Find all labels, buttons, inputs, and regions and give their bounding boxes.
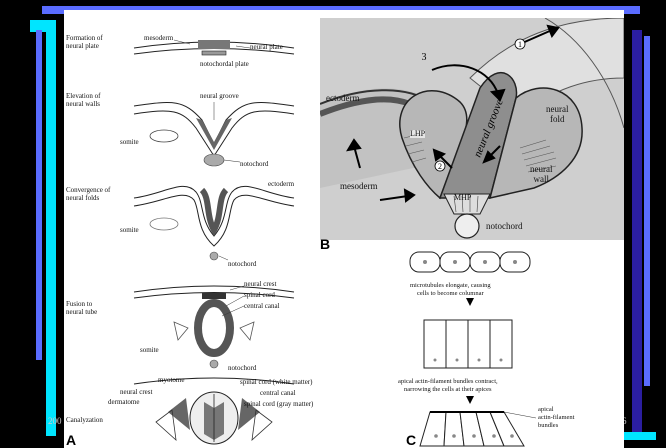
left-bar-cyan bbox=[46, 20, 56, 436]
label-mesoderm-b: mesoderm bbox=[340, 182, 378, 190]
label-notochord-1: notochord bbox=[240, 160, 268, 168]
label-central-canal-2: central canal bbox=[260, 389, 296, 397]
label-somite-1: somite bbox=[120, 138, 139, 146]
label-mhp: MHP bbox=[454, 194, 471, 202]
label-neural-crest-1: neural crest bbox=[244, 280, 276, 288]
stage-title-fusion: Fusion to neural tube bbox=[66, 300, 97, 316]
stage-title-convergence: Convergence of neural folds bbox=[66, 186, 110, 202]
label-neural-groove-a: neural groove bbox=[200, 92, 239, 100]
label-spinal-cord: spinal cord bbox=[244, 291, 275, 299]
label-mesoderm-a: mesoderm bbox=[144, 34, 173, 42]
label-notochord-2: notochord bbox=[228, 260, 256, 268]
panel-b-letter: B bbox=[320, 236, 330, 252]
left-bar-blue bbox=[36, 30, 42, 360]
panel-c-letter: C bbox=[406, 432, 416, 448]
stage-title-elevation: Elevation of neural walls bbox=[66, 92, 100, 108]
panel-a: Formation of neural plate mesoderm neura… bbox=[64, 10, 319, 448]
label-ectoderm-b: ectoderm bbox=[326, 94, 359, 102]
label-somite-2: somite bbox=[120, 226, 139, 234]
panel-c: microtubules elongate, causing cells to … bbox=[364, 248, 624, 448]
stage-title-formation: Formation of neural plate bbox=[66, 34, 103, 50]
marker-2: 2 bbox=[438, 162, 442, 171]
label-ectoderm-a: ectoderm bbox=[268, 180, 294, 188]
slide: Formation of neural plate mesoderm neura… bbox=[64, 10, 624, 448]
footer-left-text: 200 bbox=[48, 416, 62, 426]
panel-c-drawing bbox=[364, 248, 624, 448]
step2-text: apical actin-filament bundles contract, … bbox=[398, 378, 498, 394]
marker-1: 1 bbox=[518, 40, 522, 49]
label-lhp: LHP bbox=[410, 130, 425, 138]
label-spinal-cord-white: spinal cord (white matter) bbox=[240, 378, 313, 386]
label-dermatome: dermatome bbox=[108, 398, 140, 406]
right-bar-purple bbox=[632, 30, 642, 440]
side-label-actin: apical actin-filament bundles bbox=[538, 406, 574, 430]
label-notochord-b: notochord bbox=[486, 222, 523, 230]
label-neural-fold: neural fold bbox=[546, 104, 569, 124]
marker-3: 3 bbox=[422, 52, 427, 63]
label-neural-crest-2: neural crest bbox=[120, 388, 152, 396]
label-somite-3: somite bbox=[140, 346, 159, 354]
label-notochordal-plate: notochordal plate bbox=[200, 60, 249, 68]
label-spinal-cord-gray: spinal cord (gray matter) bbox=[244, 400, 313, 408]
label-neural-wall: neural wall bbox=[530, 164, 553, 184]
panel-b: 1 2 3 neural groove ectoderm LHP neural … bbox=[320, 18, 624, 240]
label-central-canal-1: central canal bbox=[244, 302, 280, 310]
panel-b-drawing: 1 2 3 neural groove bbox=[320, 18, 624, 240]
stage-title-canalyzation: Canalyzation bbox=[66, 416, 103, 424]
right-bar-blue bbox=[644, 36, 650, 386]
label-myotome: myotome bbox=[158, 376, 184, 384]
panel-a-letter: A bbox=[66, 432, 76, 448]
label-notochord-3: notochord bbox=[228, 364, 256, 372]
step1-text: microtubules elongate, causing cells to … bbox=[410, 282, 491, 298]
label-neural-plate: neural plate bbox=[250, 43, 283, 51]
